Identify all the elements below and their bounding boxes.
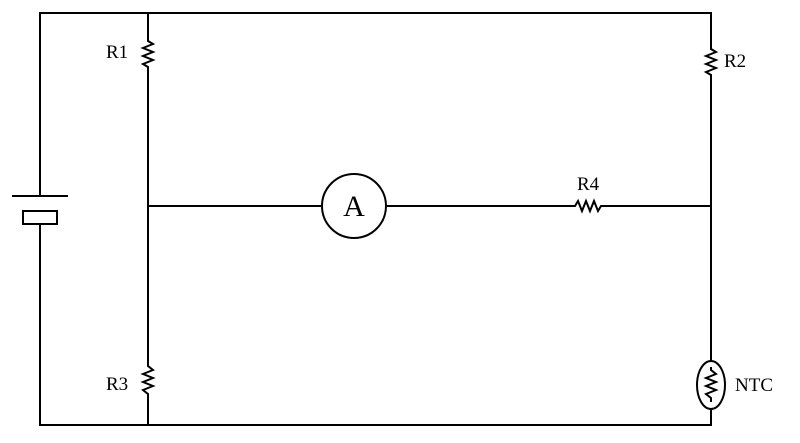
battery — [12, 195, 68, 225]
resistor-r3 — [140, 362, 156, 398]
resistor-r1-zigzag — [140, 38, 156, 72]
wires — [39, 12, 712, 426]
label-ntc: NTC — [735, 375, 773, 396]
ntc-zigzag — [703, 367, 719, 402]
label-r4: R4 — [577, 174, 600, 195]
ammeter-circle — [321, 173, 387, 239]
resistor-r1 — [140, 38, 156, 72]
resistor-r2-zigzag — [703, 46, 719, 80]
ammeter: A — [321, 173, 387, 239]
ntc-thermistor — [696, 360, 726, 410]
resistor-r4-zigzag — [572, 198, 604, 214]
ammeter-letter: A — [343, 190, 365, 223]
battery-short-plate — [22, 210, 58, 225]
label-r3: R3 — [106, 374, 128, 395]
label-r2: R2 — [724, 51, 746, 72]
resistor-r3-zigzag — [140, 362, 156, 398]
label-r1: R1 — [106, 42, 128, 63]
ntc-ellipse — [696, 360, 726, 410]
resistor-r4 — [572, 198, 604, 214]
resistor-r2 — [703, 46, 719, 80]
